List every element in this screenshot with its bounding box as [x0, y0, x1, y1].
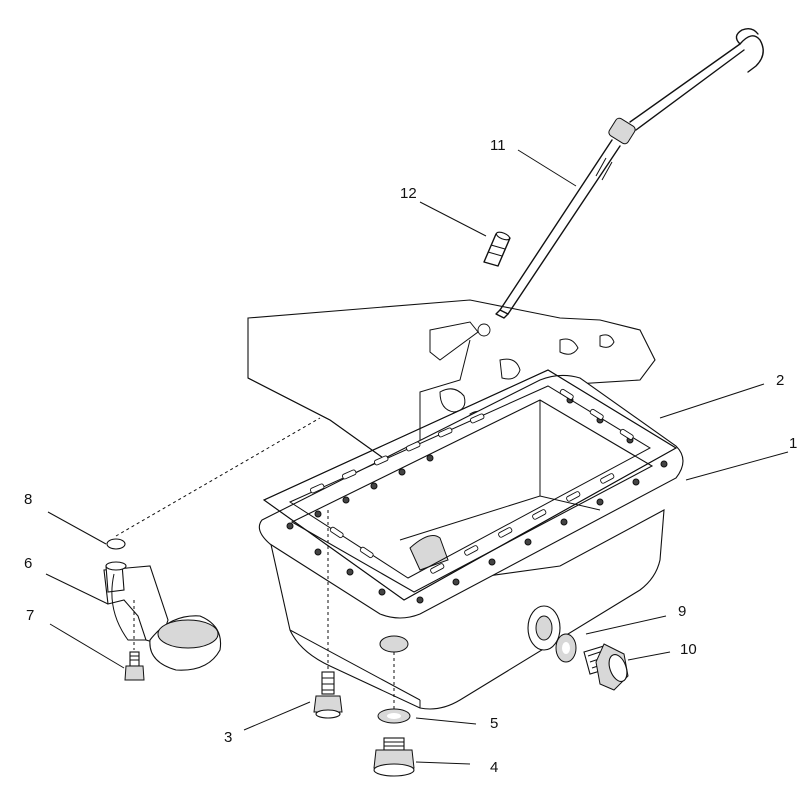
oil-pan-gasket [262, 369, 678, 601]
leader-lines [45, 149, 789, 765]
callout-11: 11 [490, 137, 506, 154]
pickup-bolt [124, 600, 145, 681]
callout-4: 4 [490, 759, 498, 776]
gasket-slots [309, 388, 634, 574]
callout-7: 7 [26, 607, 34, 624]
callout-1: 1 [789, 435, 797, 452]
callout-3: 3 [224, 729, 232, 746]
dowel-pin [483, 231, 511, 267]
callout-labels: 1 2 3 4 5 6 7 8 9 10 11 12 [24, 137, 797, 776]
dipstick [495, 27, 764, 319]
drain-plug-assembly [373, 652, 415, 777]
o-ring [106, 538, 126, 550]
callout-12: 12 [400, 185, 417, 202]
side-plug-assembly [555, 633, 629, 691]
drain-plug [373, 737, 415, 777]
oil-pickup-tube [103, 561, 222, 671]
callout-6: 6 [24, 555, 32, 572]
oil-pan [258, 374, 684, 710]
callout-9: 9 [678, 603, 686, 620]
oil-pickup-assembly [103, 417, 321, 681]
callout-10: 10 [680, 641, 697, 658]
side-plug [583, 643, 629, 691]
pan-bolt [313, 510, 343, 719]
callout-8: 8 [24, 491, 32, 508]
callout-5: 5 [490, 715, 498, 732]
callout-2: 2 [776, 372, 784, 389]
